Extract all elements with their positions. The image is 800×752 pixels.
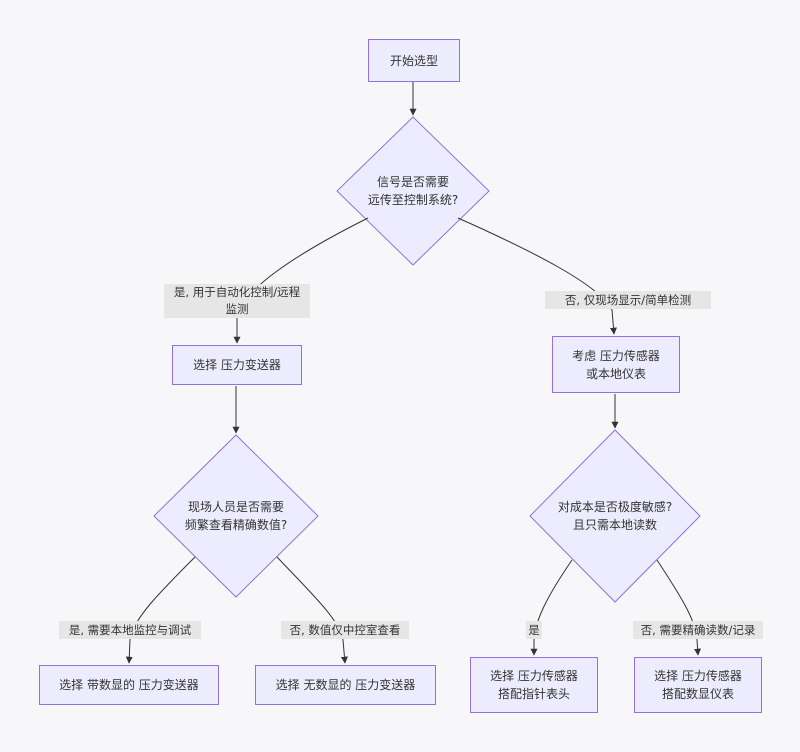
edge-cost-no bbox=[656, 559, 702, 656]
node-blind-transmitter[interactable]: 选择 无数显的 压力变送器 bbox=[255, 665, 436, 705]
node-digital-meter[interactable]: 选择 压力传感器 搭配数显仪表 bbox=[634, 657, 762, 713]
node-start[interactable]: 开始选型 bbox=[368, 39, 460, 82]
edge-label-yes-cost: 是 bbox=[526, 621, 542, 639]
node-pointer-gauge-label: 选择 压力传感器 搭配指针表头 bbox=[490, 669, 578, 701]
node-digital-meter-label: 选择 压力传感器 搭配数显仪表 bbox=[654, 669, 742, 701]
node-display-transmitter[interactable]: 选择 带数显的 压力变送器 bbox=[39, 665, 219, 705]
decision-local-view-shape bbox=[153, 434, 319, 598]
decision-cost-label[interactable]: 对成本是否极度敏感? 且只需本地读数 bbox=[557, 500, 673, 532]
node-gauge-consider[interactable]: 考虑 压力传感器 或本地仪表 bbox=[552, 336, 680, 393]
node-start-label: 开始选型 bbox=[389, 53, 438, 68]
decision-remote-label[interactable]: 信号是否需要 远传至控制系统? bbox=[367, 175, 459, 207]
edge-remote-no bbox=[457, 217, 617, 335]
node-transmitter[interactable]: 选择 压力变送器 bbox=[172, 345, 302, 385]
edge-label-no-remote: 否, 仅现场显示/简单检测 bbox=[545, 291, 711, 309]
edge-cost-yes bbox=[530, 559, 573, 656]
edge-label-yes-local: 是, 需要本地监控与调试 bbox=[59, 621, 201, 639]
node-transmitter-label: 选择 压力变送器 bbox=[193, 358, 281, 372]
edge-remote-yes bbox=[233, 217, 369, 344]
node-display-transmitter-label: 选择 带数显的 压力变送器 bbox=[59, 678, 199, 692]
edge-local-yes bbox=[125, 556, 196, 664]
decision-local-view-label[interactable]: 现场人员是否需要 频繁查看精确数值? bbox=[184, 500, 288, 532]
edge-label-yes-remote: 是, 用于自动化控制/远程 监测 bbox=[164, 284, 310, 318]
edge-label-no-cost: 否, 需要精确读数/记录 bbox=[633, 621, 763, 639]
node-pointer-gauge[interactable]: 选择 压力传感器 搭配指针表头 bbox=[470, 657, 598, 713]
decision-cost-shape bbox=[529, 429, 701, 603]
edge-local-no bbox=[276, 556, 348, 664]
node-blind-transmitter-label: 选择 无数显的 压力变送器 bbox=[275, 678, 416, 692]
node-gauge-consider-label: 考虑 压力传感器 或本地仪表 bbox=[572, 348, 660, 381]
edge-label-no-local: 否, 数值仅中控室查看 bbox=[281, 621, 409, 639]
decision-remote-shape bbox=[336, 116, 490, 266]
